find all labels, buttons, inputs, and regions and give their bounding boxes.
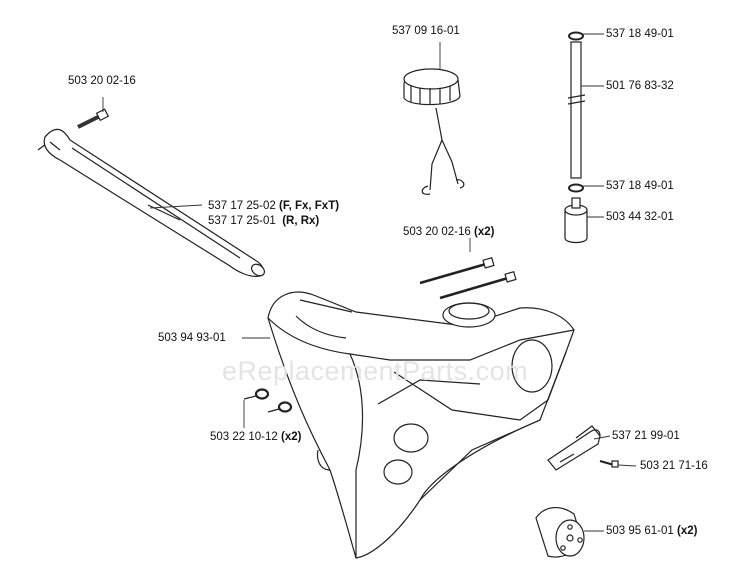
pipe-part xyxy=(567,41,586,179)
oring-top-part xyxy=(568,31,584,41)
nut-parts xyxy=(243,388,293,413)
tube-part xyxy=(37,128,266,277)
label-screw-pair-part: 503 20 02-16 xyxy=(403,226,471,238)
label-tube-b-part: 537 17 25-01 xyxy=(208,215,276,227)
label-bracket: 537 21 99-01 xyxy=(612,430,680,442)
label-tube-a-part: 537 17 25-02 xyxy=(208,200,276,212)
screw-top-left-part xyxy=(77,108,110,129)
watermark-text: eReplacementParts.com xyxy=(222,356,529,386)
label-nut: 503 22 10-12 (x2) xyxy=(210,430,301,444)
label-tube-b: 537 17 25-01 (R, Rx) xyxy=(208,214,319,228)
small-screw-part xyxy=(599,459,619,468)
label-tube-a-qualifier: (F, Fx, FxT) xyxy=(279,200,340,212)
label-nut-part: 503 22 10-12 xyxy=(210,431,278,443)
oring-bottom-part xyxy=(568,183,584,193)
bracket-part xyxy=(547,425,601,471)
label-small-screw: 503 21 71-16 xyxy=(640,460,708,472)
label-screw-top: 503 20 02-16 xyxy=(68,75,136,87)
label-pipe: 501 76 83-32 xyxy=(606,80,674,92)
label-oring-bottom: 537 18 49-01 xyxy=(606,180,674,192)
label-screw-pair: 503 20 02-16 (x2) xyxy=(403,225,494,239)
label-damper-qty: (x2) xyxy=(677,525,698,537)
tank-part xyxy=(267,291,575,559)
label-tube-a: 537 17 25-02 (F, Fx, FxT) xyxy=(208,199,339,213)
label-damper-part: 503 95 61-01 xyxy=(606,525,674,537)
label-oring-top: 537 18 49-01 xyxy=(606,28,674,40)
label-filter: 503 44 32-01 xyxy=(606,211,674,223)
label-tank: 503 94 93-01 xyxy=(158,332,226,344)
label-nut-qty: (x2) xyxy=(281,431,302,443)
screw-pair-part xyxy=(419,257,517,300)
label-cap: 537 09 16-01 xyxy=(392,25,460,37)
label-damper: 503 95 61-01 (x2) xyxy=(606,524,697,538)
damper-part xyxy=(535,507,585,558)
label-screw-pair-qty: (x2) xyxy=(474,226,495,238)
filter-part xyxy=(564,197,588,244)
label-tube-b-qualifier: (R, Rx) xyxy=(282,215,320,227)
fuel-cap-part xyxy=(403,68,465,195)
